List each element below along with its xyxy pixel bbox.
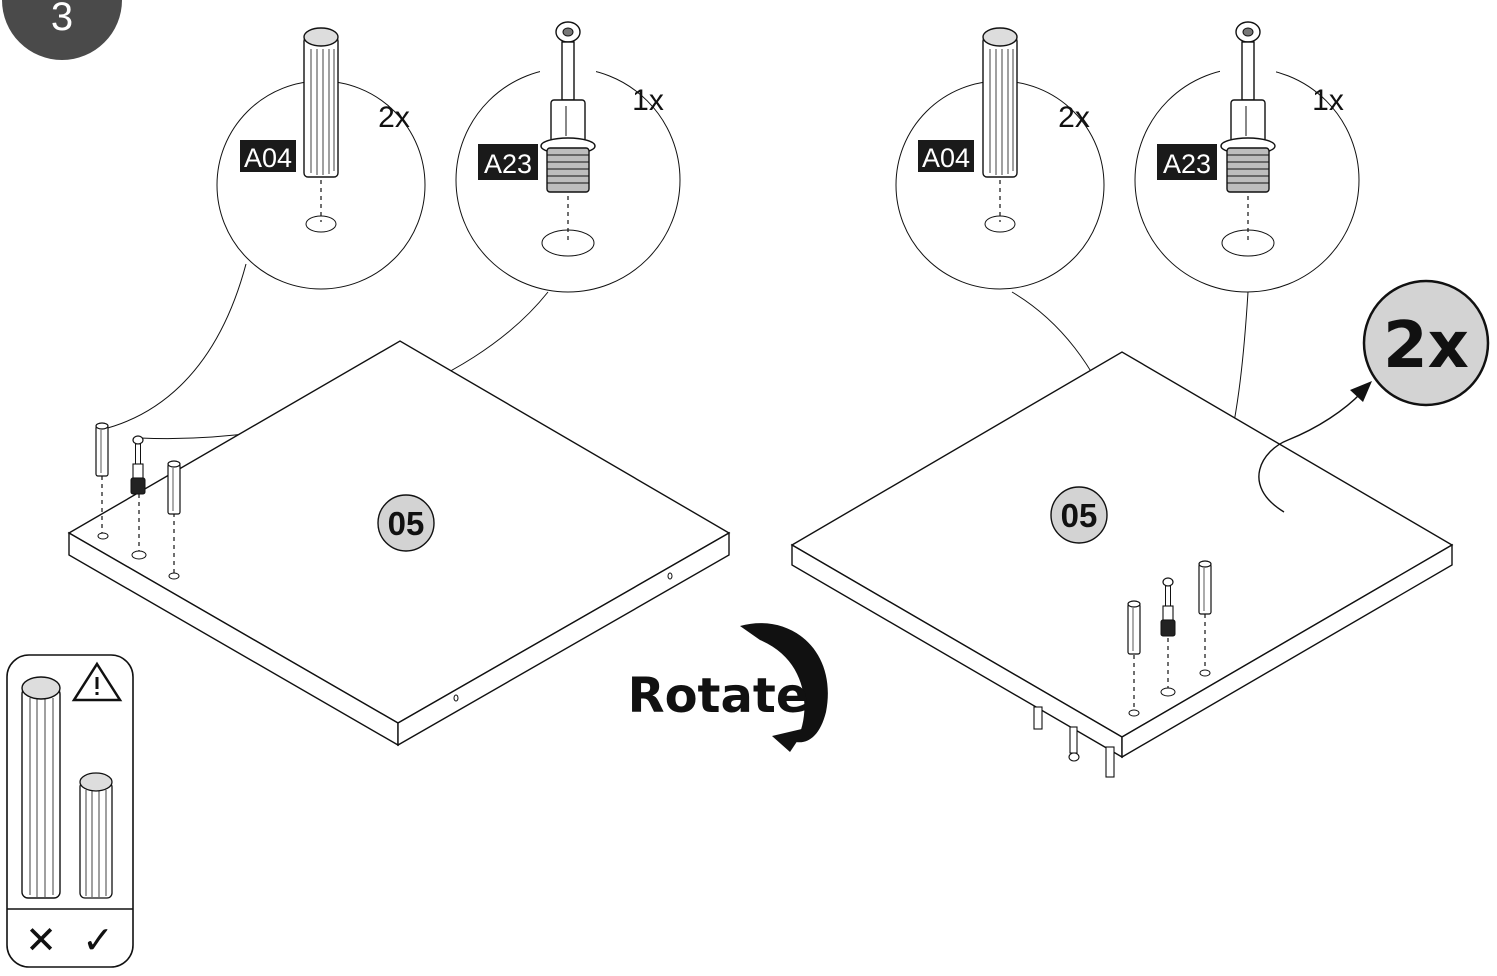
wrong-long-dowel-icon [21, 676, 61, 899]
rotate-instruction: Rotate [628, 623, 828, 752]
correct-short-dowel-icon [79, 772, 113, 899]
part-code-a04: A04 [244, 143, 292, 173]
part-code-a04: A04 [922, 143, 970, 173]
left-view: A04 2x A23 1x [67, 21, 731, 747]
right-callout-a04: A04 2x [895, 27, 1105, 290]
quantity-label: 1x [1312, 84, 1344, 117]
part-code-tag [918, 140, 974, 172]
left-panel-05: 05 [67, 340, 731, 747]
correct-mark: ✓ [82, 918, 114, 962]
quantity-label: 2x [1058, 101, 1090, 134]
quantity-label: 2x [378, 101, 410, 134]
curved-arrow-icon [1258, 391, 1363, 513]
right-callout-a23: A23 1x [1134, 21, 1360, 293]
rotate-label: Rotate [628, 668, 809, 724]
rotate-arrow-icon [740, 623, 828, 743]
panel-label: 05 [1061, 497, 1098, 534]
part-code-tag [478, 144, 538, 180]
leader-line [99, 263, 247, 431]
repeat-badge: 2x [1258, 279, 1490, 513]
part-code-a23: A23 [1163, 149, 1211, 179]
panel-label: 05 [388, 505, 425, 542]
wrong-mark: ✕ [25, 918, 57, 962]
quantity-label: 1x [632, 84, 664, 117]
right-panel-05: 05 [790, 351, 1454, 778]
part-code-a23: A23 [484, 149, 532, 179]
part-code-tag [240, 140, 296, 172]
step-badge: 3 [2, 0, 122, 60]
repeat-count: 2x [1383, 309, 1469, 383]
left-callout-a23: A23 1x [455, 21, 681, 293]
part-code-tag [1157, 144, 1217, 180]
warning-triangle-icon [71, 661, 123, 702]
warning-box: ✕ ✓ [6, 654, 134, 968]
left-callout-a04: A04 2x [216, 27, 426, 290]
step-number: 3 [51, 0, 73, 39]
right-view: A04 2x A23 1x [790, 21, 1490, 778]
